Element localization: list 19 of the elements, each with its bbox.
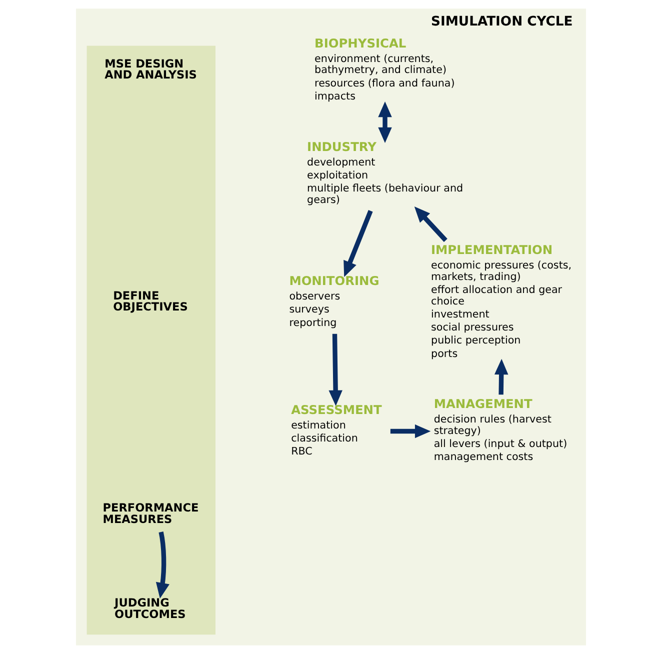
arrow <box>328 334 342 406</box>
node-text: DEFINE OBJECTIVES <box>112 289 188 314</box>
arrow <box>155 532 169 599</box>
arrow <box>343 210 372 277</box>
arrow <box>414 206 447 242</box>
node-text: MSE DESIGN AND ANALYSIS <box>104 57 196 82</box>
node-text: MONITORING observers surveys reporting <box>288 274 379 329</box>
diagram-title: SIMULATION CYCLE <box>430 14 572 30</box>
node-text: BIOPHYSICAL environment (currents, bathymetry, and climate) resources (flora and fauna) impacts <box>314 36 454 103</box>
arrow <box>378 101 392 144</box>
node-text: INDUSTRY development exploitation multiple fleets (behaviour and gears) <box>306 140 463 206</box>
cluster <box>86 46 215 635</box>
arrow <box>494 358 508 395</box>
node-text: ASSESSMENT estimation classification RBC <box>290 402 382 458</box>
node-text: PERFORMANCE MEASURES <box>102 502 198 526</box>
arrow <box>390 424 430 438</box>
node-text: IMPLEMENTATION economic pressures (costs, markets, trading) effort allocation and gear choice investment social pressures public perception ports <box>430 243 572 360</box>
node-text: JUDGING OUTCOMES <box>114 596 186 621</box>
node-text: MANAGEMENT decision rules (harvest strategy) all levers (input & output) management costs <box>433 397 567 464</box>
